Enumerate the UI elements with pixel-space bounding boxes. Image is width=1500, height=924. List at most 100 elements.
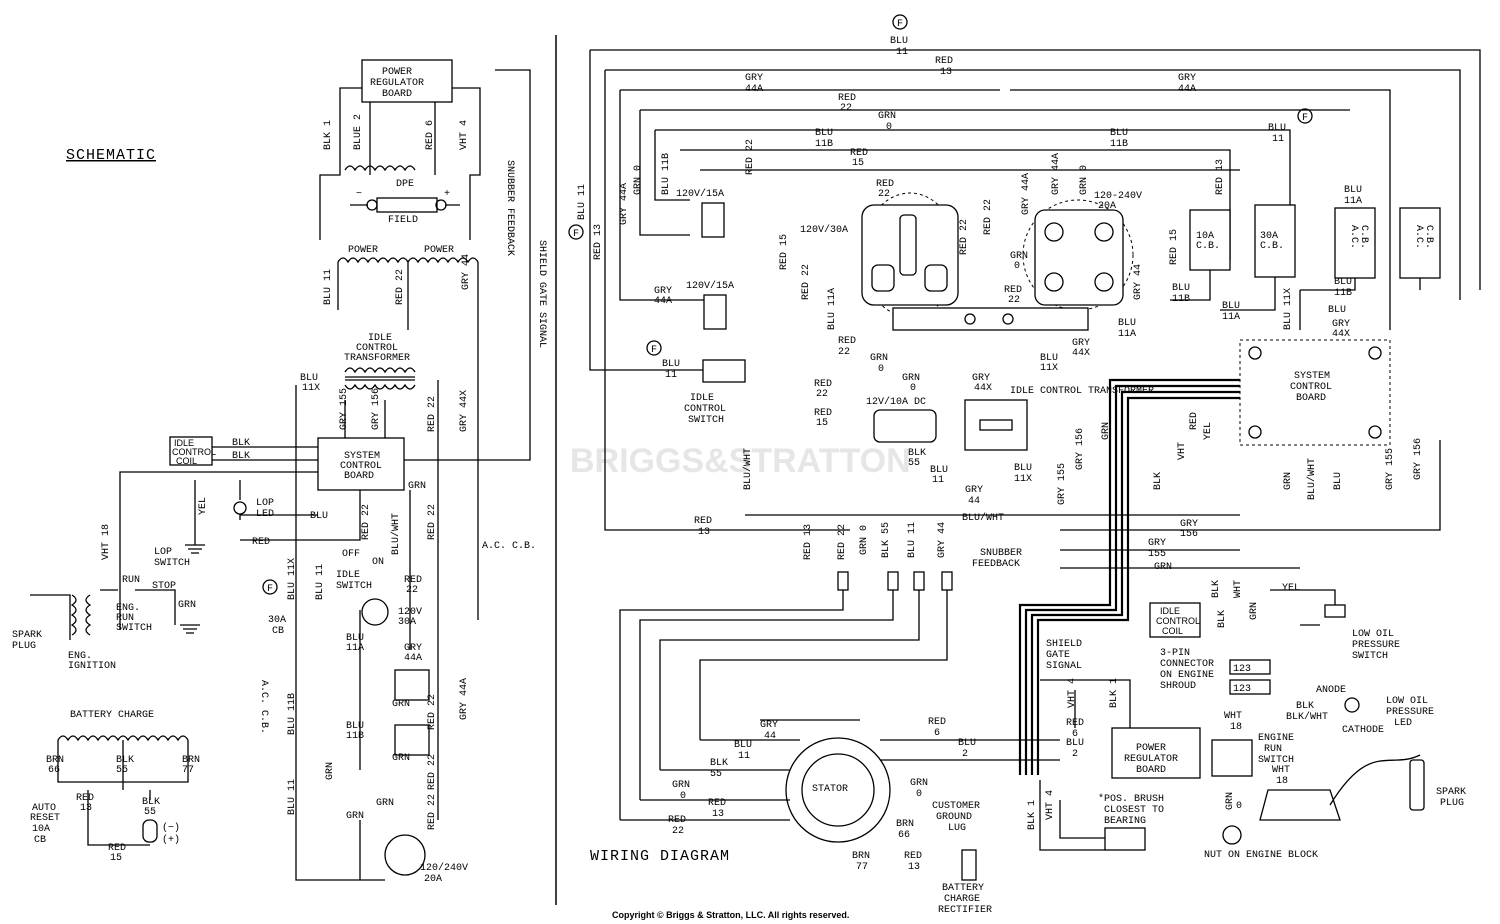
sch-system-control-board — [317, 437, 405, 491]
w-gry-44a-v3: GRY 44A — [1051, 153, 1062, 195]
w-13-st2: 13 — [908, 862, 920, 873]
w-blu-11-st: BLU — [734, 740, 752, 751]
w-blk-55-conn: BLK 55 — [881, 522, 892, 558]
sch-ict-3: TRANSFORMER — [344, 353, 410, 364]
w-11a-cb: 11A — [1344, 196, 1362, 207]
w-ics-2: CONTROL — [684, 404, 726, 415]
w-ers-3: SWITCH — [1258, 755, 1294, 766]
w-gry-155-h: GRY — [1148, 538, 1166, 549]
w-blu-11-dc: BLU — [930, 465, 948, 476]
sch-11b: 11B — [346, 731, 364, 742]
sch-gry-44: GRY 44 — [461, 254, 472, 290]
sch-yel: YEL — [198, 497, 209, 515]
f-marker-5: F — [267, 584, 273, 595]
w-11b-l: 11B — [815, 139, 833, 150]
sch-15: 15 — [110, 853, 122, 864]
w-grn-0-conn: GRN 0 — [859, 525, 870, 555]
w-blu-wht-scb: BLU/WHT — [1306, 458, 1318, 500]
w-18b: 18 — [1276, 776, 1288, 787]
sch-red-22h: RED 22 — [427, 794, 438, 830]
sch-spark-2: PLUG — [12, 641, 36, 652]
w-155-h: 155 — [1148, 549, 1166, 560]
w-spark-1: SPARK — [1436, 787, 1466, 798]
w-shield-1: SHIELD — [1046, 639, 1082, 650]
w-ics-3: SWITCH — [688, 415, 724, 426]
w-red-15-dc: RED — [814, 408, 832, 419]
w-44-t: 44 — [968, 496, 980, 507]
w-0-bar: 0 — [878, 364, 884, 375]
sch-eng-ign-2: IGNITION — [68, 661, 116, 672]
w-lops-3: SWITCH — [1352, 651, 1388, 662]
w-stator: STATOR — [812, 784, 848, 795]
sch-ers-2: RUN — [116, 613, 134, 624]
sch-blk-55: BLK — [116, 755, 134, 766]
w-22-bar: 22 — [838, 347, 850, 358]
sch-gry-44a: GRY — [404, 643, 422, 654]
w-13-top: 13 — [940, 67, 952, 78]
w-15-dc: 15 — [816, 418, 828, 429]
w-gry-44x-cb: GRY — [1332, 319, 1350, 330]
w-grn-0-v: GRN 0 — [633, 165, 644, 195]
w-red-15-v: RED 15 — [779, 234, 790, 270]
w-22-30a: 22 — [878, 189, 890, 200]
w-spark-2: PLUG — [1440, 798, 1464, 809]
sch-red-22c: RED 22 — [427, 504, 438, 540]
w-blu-22-cb: BLU — [1328, 305, 1346, 316]
sch-blk-1: BLK 1 — [323, 120, 334, 150]
sch-stop: STOP — [152, 581, 176, 592]
w-11-r: 11 — [1272, 134, 1284, 145]
w-red-22-st: RED — [668, 815, 686, 826]
w-blk-1-prb: BLK 1 — [1109, 678, 1120, 708]
w-gry-155-scb: GRY 155 — [1385, 448, 1396, 490]
w-red-22-30a: RED — [876, 179, 894, 190]
w-blu-2-st: BLU — [958, 738, 976, 749]
w-red-22-dc: RED — [814, 379, 832, 390]
w-red-22-v: RED 22 — [745, 139, 756, 175]
w-red-22-v2: RED 22 — [801, 264, 812, 300]
sch-minus: − — [356, 189, 362, 200]
w-66: 66 — [898, 830, 910, 841]
w-red-22-v4: RED 22 — [983, 199, 994, 235]
w-red-22-top: RED — [838, 93, 856, 104]
w-120v-15a-top: 120V/15A — [676, 188, 724, 200]
sch-lop-switch-2: SWITCH — [154, 558, 190, 569]
sch-ers-3: SWITCH — [116, 623, 152, 634]
w-grn-0-bar: GRN — [870, 353, 888, 364]
w-grn-0-top: GRN — [878, 111, 896, 122]
w-blk-icc2: BLK — [1211, 580, 1222, 598]
sch-lop-led-1: LOP — [256, 498, 274, 509]
w-18: 18 — [1230, 722, 1242, 733]
sch-power-right: POWER — [424, 245, 454, 256]
sch-13: 13 — [80, 803, 92, 814]
w-red-15-v2: RED 15 — [1169, 229, 1180, 265]
w-gry-44a-v: GRY 44A — [619, 183, 630, 225]
w-blk-wht-led: BLK/WHT — [1286, 711, 1328, 723]
sch-prb-line3: BOARD — [382, 89, 412, 100]
sch-brn-77: BRN — [182, 755, 200, 766]
w-outlet-bar — [892, 307, 1089, 331]
w-grn-v-t: GRN — [1101, 422, 1112, 440]
sch-spark-1: SPARK — [12, 630, 42, 641]
w-blk-led: BLK — [1296, 701, 1314, 712]
w-3pin-4: SHROUD — [1160, 681, 1196, 692]
w-shield-3: SIGNAL — [1046, 661, 1082, 672]
w-red-22-conn: RED 22 — [837, 524, 848, 560]
w-44a-out: 44A — [654, 296, 672, 307]
w-grn-0-st2: GRN — [910, 778, 928, 789]
w-gry-44a-out: GRY — [654, 286, 672, 297]
sch-red-22f: RED 22 — [427, 694, 438, 730]
w-gry-156-t: GRY 156 — [1075, 428, 1086, 470]
w-0-st: 0 — [680, 791, 686, 802]
sch-30acb-2: CB — [272, 626, 284, 637]
w-anode: ANODE — [1316, 685, 1346, 696]
w-cgl-1: CUSTOMER — [932, 801, 980, 812]
sch-red-22e: RED — [404, 575, 422, 586]
sch-blu-wht: BLU/WHT — [390, 513, 402, 555]
w-brn-77: BRN — [852, 851, 870, 862]
sch-red-22: RED 22 — [395, 269, 406, 305]
w-blk-scb: BLK — [1153, 472, 1164, 490]
w-blk-1-b: BLK 1 — [1027, 800, 1038, 830]
sch-red-22b: RED 22 — [427, 396, 438, 432]
sch-plus: + — [444, 189, 450, 200]
sch-120v-30a-2: 30A — [398, 617, 416, 628]
